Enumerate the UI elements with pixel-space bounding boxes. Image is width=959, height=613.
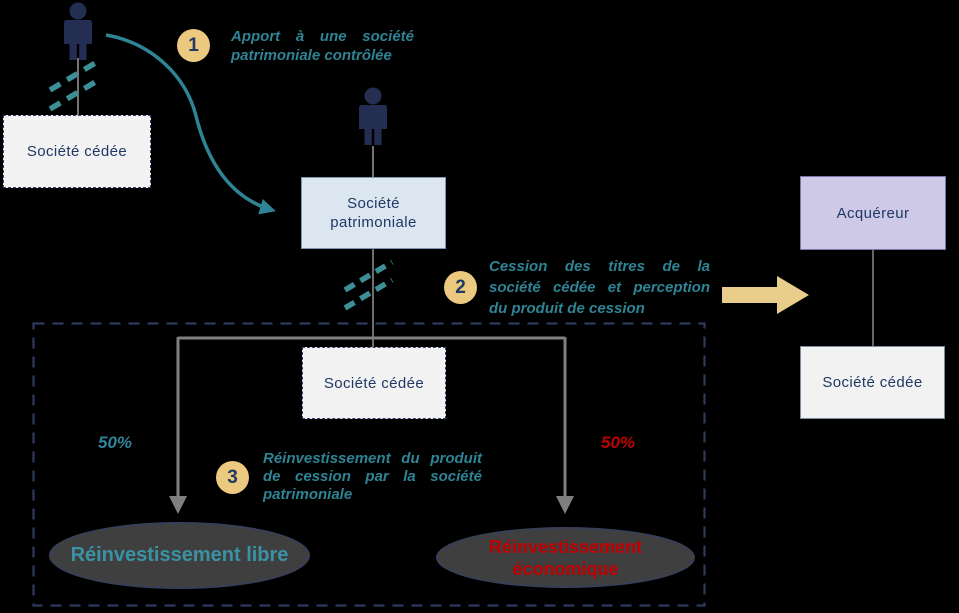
holding-person-icon bbox=[359, 87, 387, 145]
transfer-block-arrow-icon bbox=[722, 276, 809, 314]
holder-company-box: Société cédée bbox=[3, 115, 151, 188]
step-1-number: 1 bbox=[188, 34, 199, 56]
shares-crossed-icon-center bbox=[343, 259, 394, 311]
free-reinvestment-ellipse: Réinvestissement libre bbox=[49, 522, 310, 589]
step-3-text: Réinvestissement du produit de cession p… bbox=[263, 450, 482, 503]
acquirer-box: Acquéreur bbox=[800, 176, 946, 250]
acquired-company-box: Société cédée bbox=[800, 346, 945, 419]
contribution-curved-arrow-icon bbox=[105, 33, 276, 215]
step-1-badge: 1 bbox=[177, 29, 210, 62]
step-2-text: Cession des titres de la société cédée e… bbox=[489, 258, 710, 317]
shares-crossed-icon-left bbox=[48, 59, 99, 112]
split-left-percent: 50% bbox=[98, 433, 133, 452]
acquirer-label: Acquéreur bbox=[836, 204, 910, 222]
patrimoniale-company-box: Société patrimoniale bbox=[301, 177, 446, 249]
ceded-company-inner-label: Société cédée bbox=[323, 374, 425, 392]
economic-reinvestment-ellipse: Réinvestissement économique bbox=[436, 527, 695, 588]
step-2-badge: 2 bbox=[444, 271, 477, 304]
acquired-company-label: Société cédée bbox=[822, 374, 923, 391]
split-right-percent: 50% bbox=[601, 433, 636, 452]
shareholder-person-icon bbox=[64, 2, 92, 60]
ceded-company-inner-box: Société cédée bbox=[302, 347, 446, 419]
economic-reinvestment-line2: économique bbox=[512, 558, 619, 579]
step-3-number: 3 bbox=[227, 466, 238, 488]
step-1-text: Apport à une société patrimoniale contrô… bbox=[231, 28, 414, 64]
patrimoniale-label-line2: patrimoniale bbox=[330, 214, 417, 231]
patrimoniale-label-line1: Société bbox=[347, 195, 400, 212]
holder-company-label: Société cédée bbox=[26, 143, 128, 160]
free-reinvestment-label: Réinvestissement libre bbox=[70, 544, 289, 566]
economic-reinvestment-line1: Réinvestissement bbox=[488, 536, 643, 557]
step-2-number: 2 bbox=[455, 276, 466, 298]
step-3-badge: 3 bbox=[216, 461, 249, 494]
